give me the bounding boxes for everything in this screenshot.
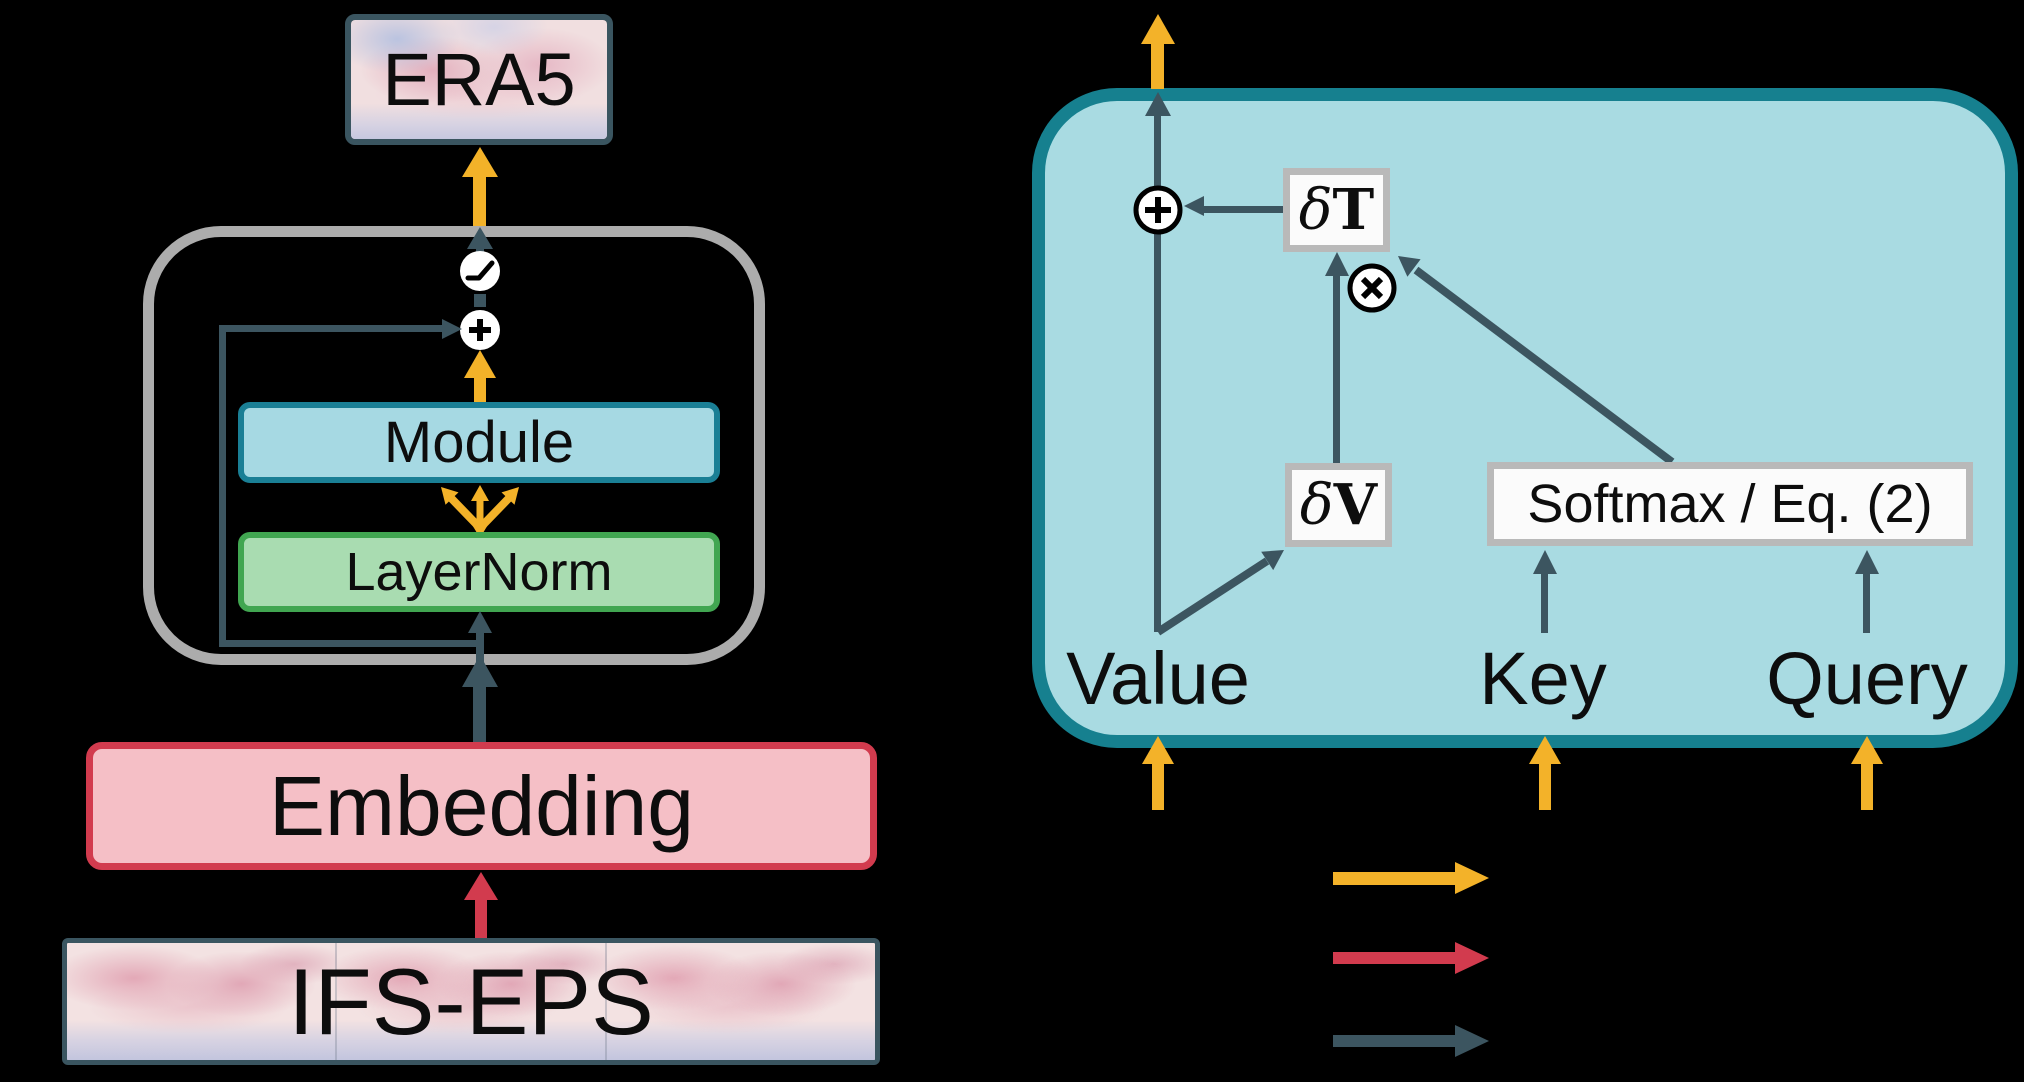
ifs-map-image [67,943,335,1060]
layernorm-label: LayerNorm [345,542,613,602]
arrow-softmax-to-deltat-slate [1398,256,1675,466]
ifs-map-image [335,943,605,1060]
module-node: Module [238,402,720,483]
arrow-shaft [1151,41,1164,89]
arrow-shaft [1541,572,1548,633]
t-symbol: T [1332,177,1375,243]
arrowhead-up-icon [464,872,498,900]
softmax-label: Softmax / Eq. (2) [1527,474,1933,534]
delta-symbol: δ [1299,473,1334,538]
value-label: Value [1066,637,1250,720]
arrow-shaft [1861,762,1873,810]
arrowhead-right-icon [1455,942,1489,974]
arrow-shaft [474,375,486,402]
arrowhead-up-icon [464,350,496,378]
arrowhead-up-icon [1529,736,1561,764]
delta-t-node: δT [1283,168,1390,252]
key-label: Key [1479,637,1607,720]
ifs-eps-node: IFS-EPS [62,938,880,1065]
arrow-shaft [476,246,484,254]
v-symbol: V [1333,472,1378,538]
embedding-node: Embedding [86,742,877,870]
arrowhead-up-icon [1142,736,1174,764]
arrowhead-right-icon [442,319,462,339]
arrowhead-up-icon [462,655,498,687]
arrow-shaft [475,898,487,938]
arrowhead-up-icon [1141,14,1175,44]
arrow-shaft [1333,1035,1457,1047]
arrowhead-right-icon [1455,862,1489,894]
arrow-shaft [476,631,484,667]
arrowhead-up-icon [468,611,492,633]
line-vertical [1154,110,1161,632]
arrowhead-up-icon [1855,550,1879,574]
multiply-icon [1347,263,1397,313]
delta-v-node: δV [1285,463,1392,547]
arrow-shaft [1539,762,1551,810]
arrow-shaft [1333,274,1340,463]
residual-add-icon [460,310,500,350]
ifs-map-image [605,943,875,1060]
arrow-value-to-deltav-slate [1155,550,1284,636]
module-layernorm-exchange-arrows [441,485,519,538]
softmax-node: Softmax / Eq. (2) [1487,462,1973,546]
arrowhead-right-icon [1455,1025,1489,1057]
skip-vertical-segment [219,325,226,647]
arrowhead-up-icon [462,147,498,177]
skip-top-segment [219,325,444,332]
skip-bottom-segment [219,640,483,647]
delta-symbol: δ [1298,178,1333,243]
arrow-shaft [473,685,486,742]
query-label: Query [1766,637,1968,720]
arrowhead-up-icon [1851,736,1883,764]
ifs-eps-label: IFS-EPS [288,949,654,1054]
residual-loop-box [143,226,765,665]
arrow-shaft [1333,872,1457,885]
module-label: Module [383,410,575,475]
activation-function-icon [460,251,500,291]
arrow-shaft [1333,952,1457,964]
embedding-label: Embedding [269,758,694,853]
arrow-shaft [1152,762,1164,810]
layernorm-node: LayerNorm [238,532,720,612]
connector-segment [474,294,486,307]
era5-map-image [351,20,607,139]
arrowhead-left-icon [1184,196,1204,216]
arrowhead-up-icon [1145,92,1171,116]
arrowhead-up-icon [1325,252,1349,276]
era5-label: ERA5 [382,38,576,121]
arrowhead-up-icon [467,227,493,249]
arrow-shaft [473,174,486,226]
era5-node: ERA5 [345,14,613,145]
arrow-shaft [1204,206,1283,213]
arrow-shaft [1863,572,1870,633]
arrowhead-up-icon [1533,550,1557,574]
add-delta-icon [1133,185,1183,235]
